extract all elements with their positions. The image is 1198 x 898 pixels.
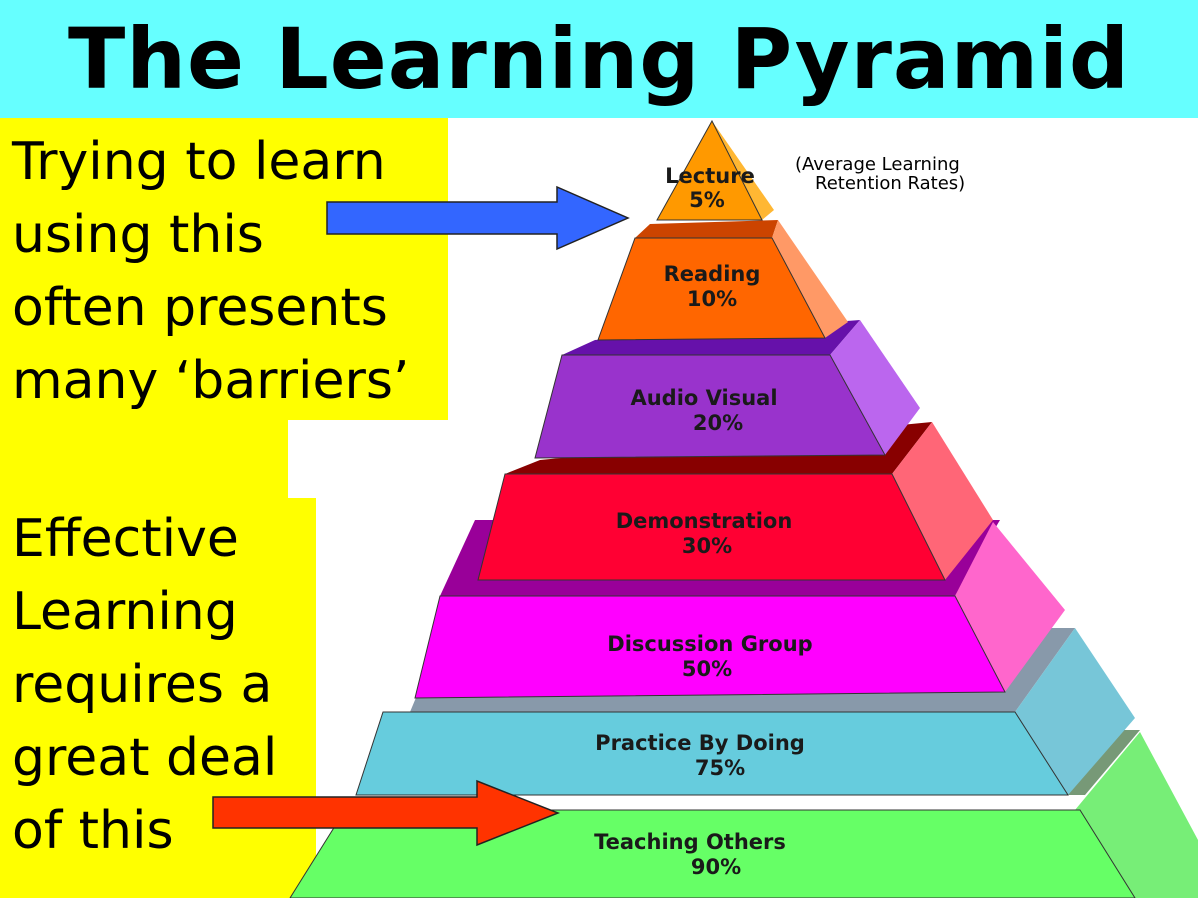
level-value: 50% [682, 657, 732, 681]
effective-learning-text: Effective Learning requires a great deal… [12, 509, 278, 861]
level-name: Practice By Doing [595, 731, 805, 755]
pyramid-level-lecture: Lecture 5% [656, 119, 774, 221]
level-front-face [355, 711, 1069, 796]
level-value: 75% [695, 756, 745, 780]
level-side-face [892, 422, 993, 580]
level-name: Audio Visual [630, 386, 777, 410]
level-front-face [477, 473, 946, 581]
panel-connector [0, 420, 288, 498]
level-value: 10% [687, 287, 737, 311]
bottom-text-panel [0, 498, 316, 898]
pyramid-level-reading: Reading 10% [597, 220, 848, 341]
level-front-face [414, 595, 1006, 699]
level-name: Lecture [665, 164, 755, 188]
level-side-face [1015, 628, 1135, 795]
level-side-face [712, 121, 774, 220]
pyramid-level-audio-visual: Audio Visual 20% [534, 320, 920, 459]
arrow-to-lecture-icon [326, 185, 630, 251]
level-side-face [830, 320, 920, 455]
level-top-face [635, 220, 778, 238]
level-side-face [772, 220, 848, 338]
level-front-face [656, 119, 763, 221]
level-value: 90% [691, 855, 741, 879]
barriers-text: Trying to learn using this often present… [12, 132, 410, 411]
caption-line-1: (Average Learning [795, 154, 960, 175]
level-name: Reading [664, 262, 761, 286]
level-value: 20% [693, 411, 743, 435]
level-value: 5% [689, 188, 725, 212]
page-title: The Learning Pyramid [67, 10, 1131, 108]
level-side-face [955, 522, 1065, 692]
level-value: 30% [682, 534, 732, 558]
level-name: Teaching Others [594, 830, 786, 854]
pyramid-level-demonstration: Demonstration 30% [477, 422, 993, 581]
level-name: Discussion Group [607, 632, 812, 656]
level-front-face [534, 354, 886, 459]
title-bar: The Learning Pyramid [0, 0, 1198, 118]
level-name: Demonstration [616, 509, 793, 533]
caption-line-2: Retention Rates) [815, 173, 965, 194]
arrow-to-teaching-icon [212, 779, 561, 847]
level-front-face [597, 237, 826, 341]
top-text-panel [0, 118, 448, 420]
